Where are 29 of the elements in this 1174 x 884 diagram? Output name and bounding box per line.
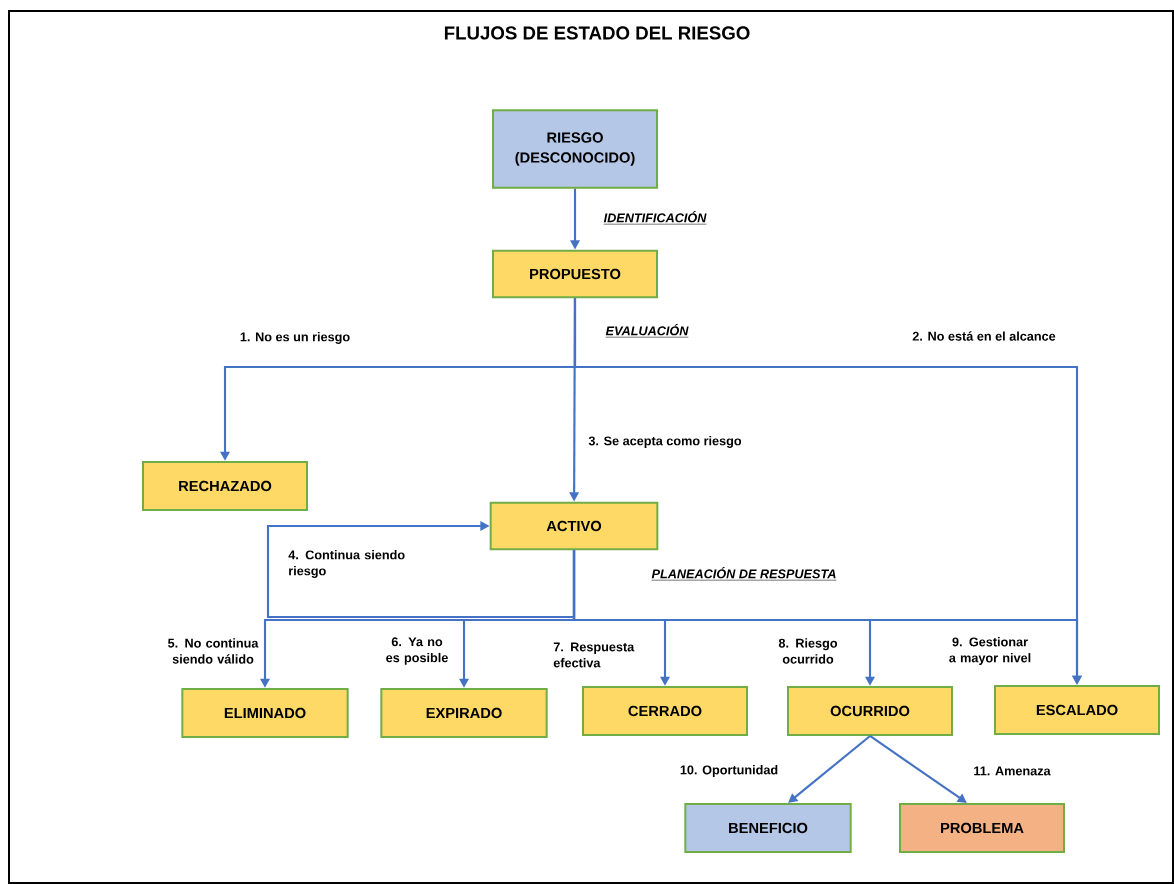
edge-label: 3. Se acepta como riesgo	[588, 436, 742, 448]
state-box: OCURRIDO	[787, 686, 953, 736]
edge-label: 10. Oportunidad	[680, 765, 778, 777]
state-box: ELIMINADO	[181, 688, 349, 738]
state-box: BENEFICIO	[684, 803, 852, 853]
arrow	[869, 735, 967, 803]
arrow	[788, 735, 871, 803]
edge-label: IDENTIFICACIÓN	[603, 211, 707, 225]
state-box: ACTIVO	[489, 501, 659, 551]
state-box: EXPIRADO	[380, 688, 548, 738]
edge-label: 5. No continua siendo válido	[168, 638, 259, 664]
edge-label: 6. Ya no es posible	[386, 637, 448, 665]
phase-label: EVALUACIÓN	[605, 324, 689, 338]
title: FLUJOS DE ESTADO DEL RIESGO	[444, 26, 750, 40]
state-box: CERRADO	[582, 686, 748, 736]
state-box: PROBLEMA	[899, 803, 1065, 853]
edge-label: 2. No está en el alcance	[912, 331, 1056, 341]
edge-label: 11. Amenaza	[974, 766, 1051, 776]
state-box: ESCALADO	[994, 685, 1160, 735]
state-box: RIESGO (DESCONOCIDO)	[492, 109, 658, 189]
edge-label: 9. Gestionar a mayor nivel	[949, 637, 1031, 665]
state-box: PROPUESTO	[492, 249, 658, 299]
edge-label: 8. Riesgo ocurrido	[778, 638, 838, 664]
edge-label: 7. Respuesta efectiva	[553, 642, 635, 668]
arrow	[266, 521, 576, 619]
edge-label: 1. No es un riesgo	[240, 332, 350, 344]
state-box: RECHAZADO	[142, 461, 308, 511]
phase-label: PLANEACIÓN DE RESPUESTA	[651, 567, 837, 581]
edge-label: 4. Continua siendo riesgo	[288, 550, 405, 578]
